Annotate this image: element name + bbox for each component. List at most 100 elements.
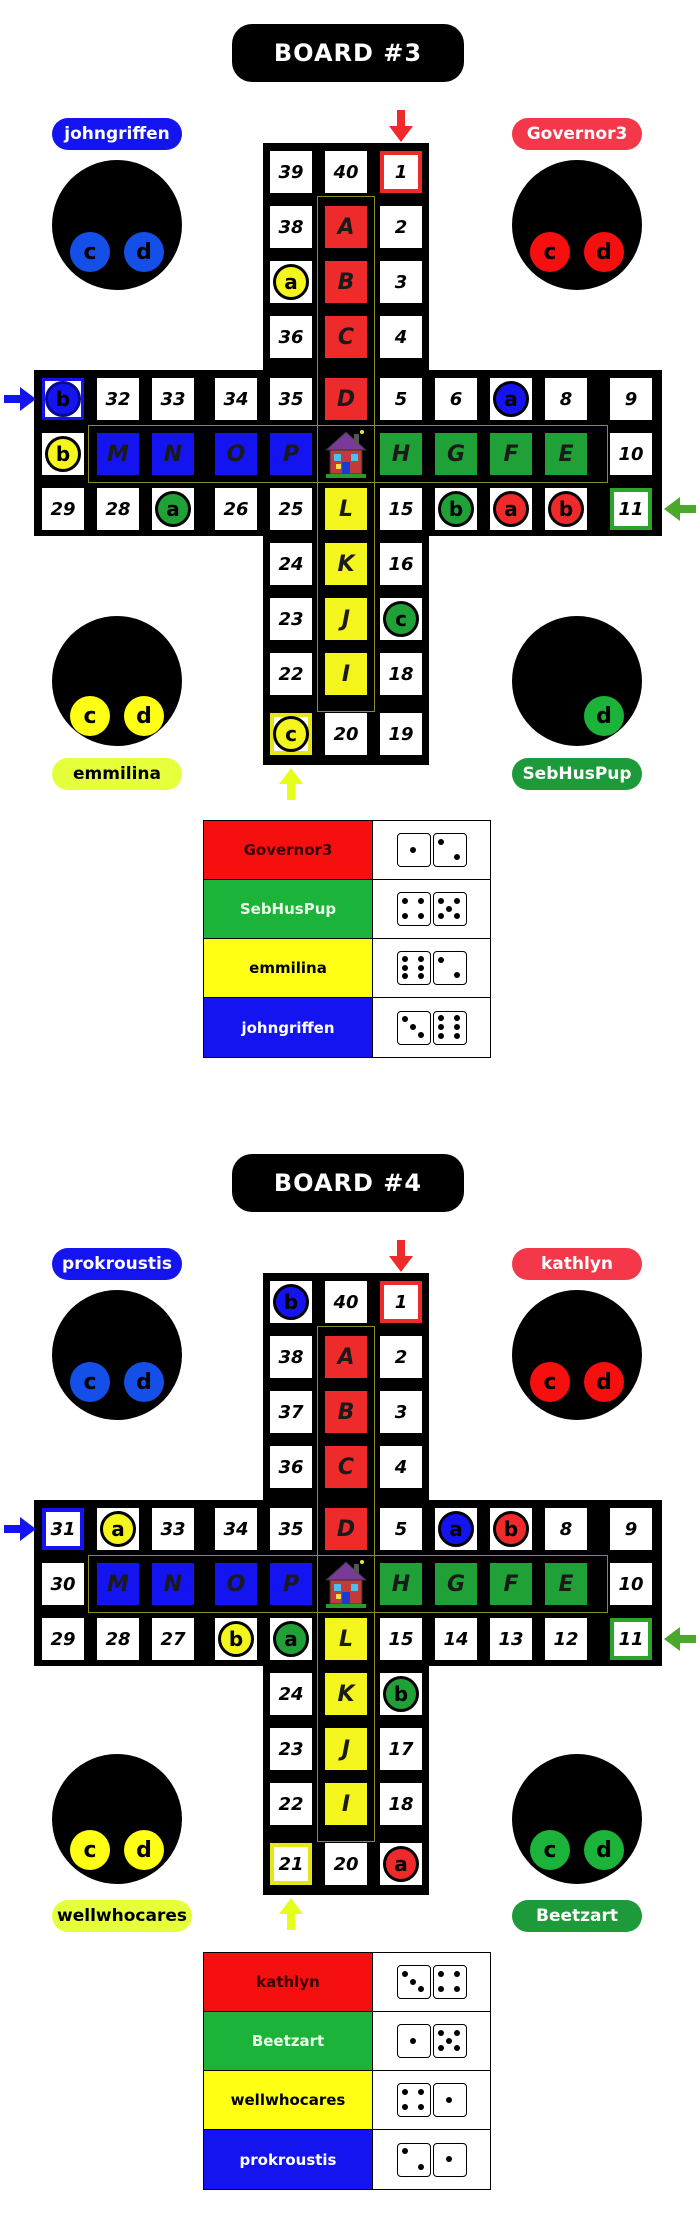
piece-blue[interactable]: b [273,1284,309,1320]
die-pip [417,1986,424,1993]
piece-home[interactable]: c [530,1362,570,1402]
piece-green[interactable]: b [383,1676,419,1712]
piece-blue[interactable]: b [45,381,81,417]
track-cell: 28 [97,1618,139,1660]
track-cell-start-red: 1 [380,151,422,193]
player-label-yellow: emmilina [52,758,182,790]
lane-cell-blue: N [152,1563,194,1605]
die-icon [396,892,431,926]
piece-home[interactable]: c [70,696,110,736]
piece-yellow[interactable]: a [100,1511,136,1547]
die-pip [453,1024,460,1030]
die-pip [438,897,445,904]
dice-cell [373,2012,490,2070]
die-pip [417,973,424,980]
lane-cell-yellow: I [325,653,367,695]
dice-cell [373,939,490,997]
piece-home[interactable]: c [70,1830,110,1870]
player-label-green: Beetzart [512,1900,642,1932]
track-cell: 5 [380,1508,422,1550]
die-pip [417,913,424,920]
track-cell: 20 [325,713,367,755]
piece-blue[interactable]: a [493,381,529,417]
lane-cell-green: E [545,1563,587,1605]
piece-red[interactable]: a [383,1846,419,1882]
piece-home[interactable]: d [124,1830,164,1870]
die-pip [402,964,409,971]
die-icon [432,951,467,985]
track-cell: 22 [270,653,312,695]
track-cell: 23 [270,1728,312,1770]
dice-row: Governor3 [204,821,490,880]
piece-green[interactable]: a [273,1621,309,1657]
track-cell: 33 [152,378,194,420]
piece-home[interactable]: c [530,1830,570,1870]
piece-home[interactable]: d [584,232,624,272]
die-icon [396,1010,431,1045]
piece-home[interactable]: d [124,696,164,736]
die-icon [432,2083,467,2117]
die-pip [417,1031,424,1038]
piece-home[interactable]: d [584,1362,624,1402]
arrow-left-green-icon [664,497,696,521]
piece-home[interactable]: d [584,696,624,736]
die-pip [453,972,460,979]
piece-yellow[interactable]: c [273,716,309,752]
track-cell: 34 [215,1508,257,1550]
piece-red[interactable]: b [493,1511,529,1547]
piece-green[interactable]: b [438,491,474,527]
track-cell: 9 [610,1508,652,1550]
arrow-up-yellow-icon [279,768,303,800]
piece-blue[interactable]: a [438,1511,474,1547]
lane-cell-green: G [435,1563,477,1605]
track-cell: 29 [42,488,84,530]
die-pip [402,955,409,962]
piece-home[interactable]: c [70,1362,110,1402]
track-cell: 40 [325,1281,367,1323]
piece-red[interactable]: b [548,491,584,527]
track-cell: 8 [545,378,587,420]
arrow-down-red-icon [389,110,413,142]
track-cell: 17 [380,1728,422,1770]
lane-cell-red: C [325,316,367,358]
home-blue: c d [52,160,182,290]
piece-green[interactable]: a [155,491,191,527]
die-pip [446,2037,452,2044]
piece-green[interactable]: c [383,601,419,637]
track-cell: 25 [270,488,312,530]
piece-yellow[interactable]: b [218,1621,254,1657]
die-pip [410,1024,416,1030]
die-pip [438,956,445,963]
piece-home[interactable]: d [124,1362,164,1402]
die-pip [446,2156,452,2162]
piece-home[interactable]: d [584,1830,624,1870]
die-pip [453,913,460,920]
track-cell: 8 [545,1508,587,1550]
arrow-right-blue-icon [4,1517,36,1541]
piece-yellow[interactable]: b [45,436,81,472]
home-yellow: c d [52,616,182,746]
piece-red[interactable]: a [493,491,529,527]
piece-yellow[interactable]: a [273,264,309,300]
track-cell-start-green: 11 [610,1618,652,1660]
lane-cell-blue: N [152,433,194,475]
player-label-yellow: wellwhocares [52,1900,192,1932]
piece-home[interactable]: c [70,232,110,272]
track-cell: 30 [42,1563,84,1605]
dice-cell [373,2071,490,2129]
track-cell: 39 [270,151,312,193]
track-cell: 2 [380,1336,422,1378]
lane-cell-red: B [325,261,367,303]
die-pip [438,1024,445,1030]
arrow-right-blue-icon [4,387,36,411]
piece-home[interactable]: c [530,232,570,272]
track-cell: 14 [435,1618,477,1660]
track-cell: 38 [270,1336,312,1378]
dice-row: Beetzart [204,2012,490,2071]
piece-home[interactable]: d [124,232,164,272]
track-cell: 23 [270,598,312,640]
dice-table: Governor3 SebHusPup emmilina johngriffen [203,820,491,1058]
lane-cell-yellow: J [325,1728,367,1770]
die-pip [438,1986,445,1993]
board-3: BOARD #3 johngriffen Governor3 emmilina … [0,0,700,1110]
